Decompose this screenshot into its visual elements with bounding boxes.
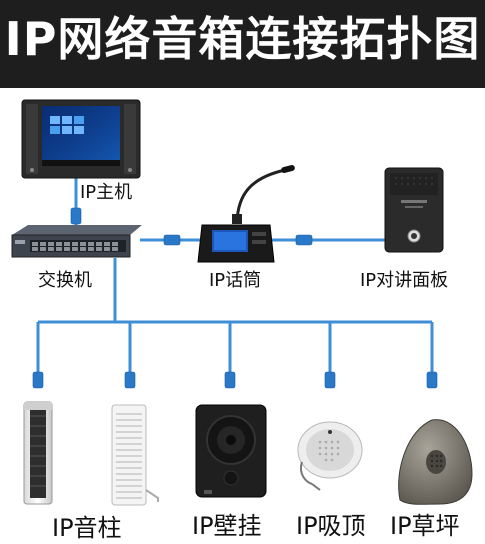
connector-1 [32,371,44,389]
switch-device [11,225,142,258]
ip-host-device [21,99,141,179]
wall-speaker [195,404,267,498]
label-host: IP主机 [80,182,133,203]
connector-switch-mic [163,234,181,246]
lawn-speaker [398,419,473,505]
connector-5 [426,371,438,389]
label-ceiling: IP吸顶 [296,512,366,540]
connector-2 [124,371,136,389]
ceiling-speaker [297,421,363,491]
page-title: IP网络音箱连接拓扑图 [4,12,481,66]
label-lawn: IP草坪 [390,512,460,540]
label-wall: IP壁挂 [192,512,262,540]
ip-intercom-device [384,167,444,253]
connector-4 [324,371,336,389]
cables [36,178,434,378]
label-mic: IP话筒 [209,270,262,291]
label-column: IP音柱 [52,514,122,542]
label-intercom: IP对讲面板 [360,270,449,291]
label-switch: 交换机 [38,270,92,291]
ip-mic-device [197,164,295,263]
column-speaker-white [111,404,159,506]
column-speaker-silver [23,401,53,505]
connector-3 [224,371,236,389]
connector-mic-intercom [295,234,313,246]
connectors [32,207,438,389]
title-bar: IP网络音箱连接拓扑图 [0,0,485,88]
connector-host [70,207,82,225]
